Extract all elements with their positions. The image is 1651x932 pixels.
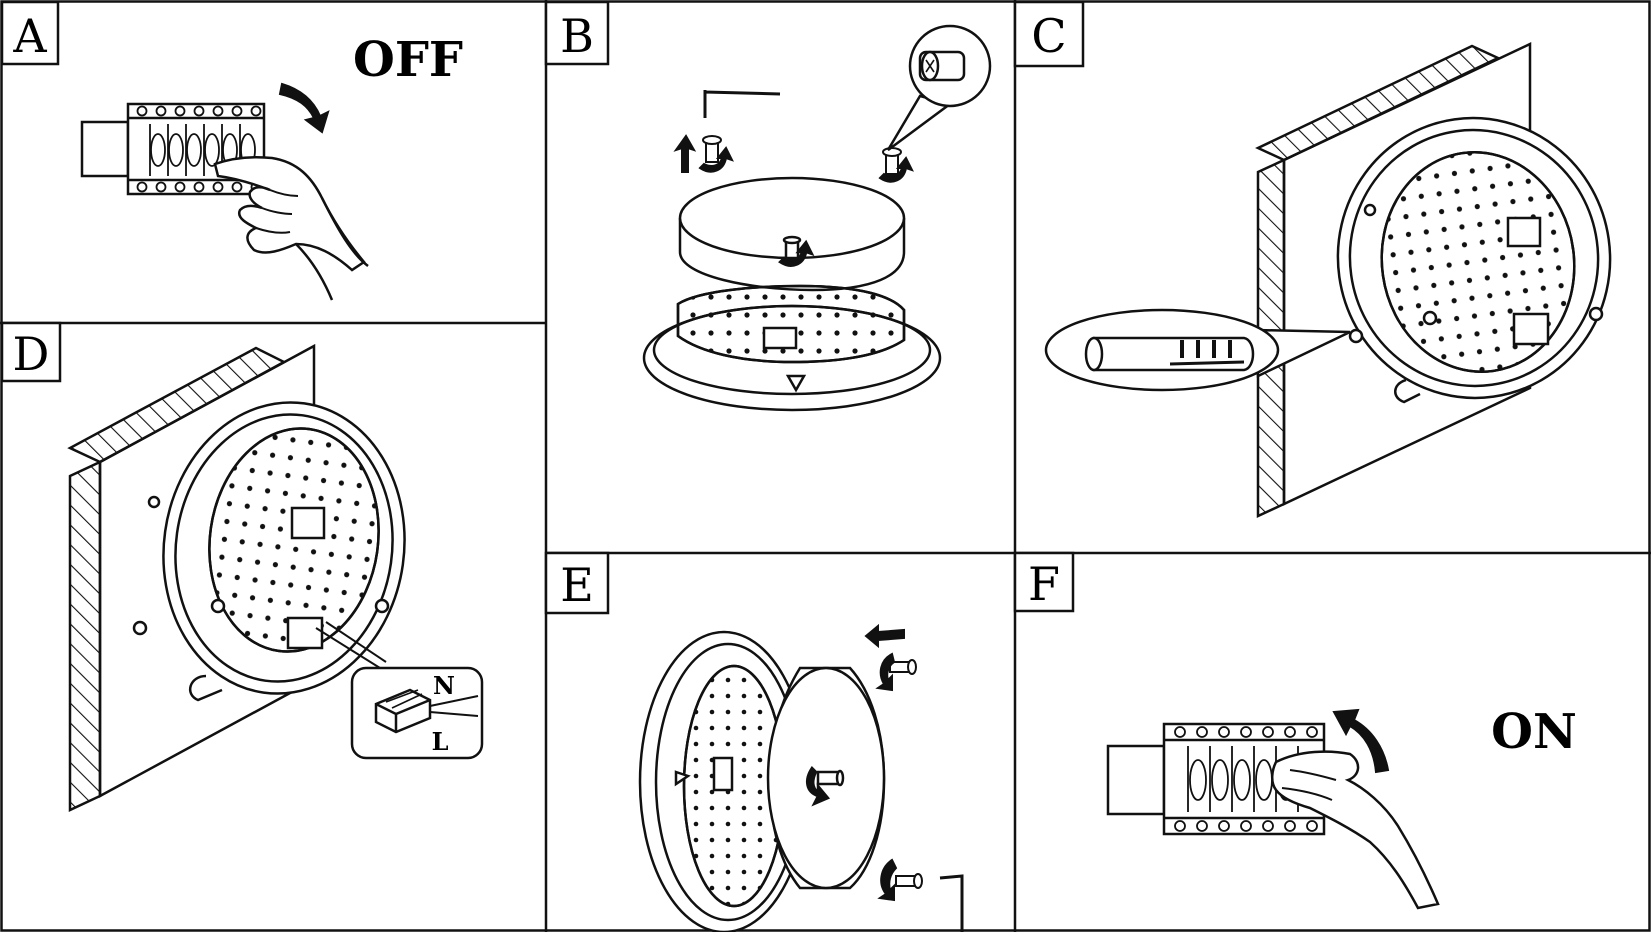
lamp-base: [642, 284, 942, 412]
panel-a-label: A: [12, 9, 47, 63]
panel-a: A OFF: [0, 0, 463, 301]
panel-f-label-box: [1013, 551, 1075, 613]
hand-fingers-f: [1281, 769, 1337, 801]
top-screw-e: [864, 623, 917, 692]
lamp-cover-lifted: [678, 176, 906, 292]
panel-e: E: [544, 551, 964, 932]
bottom-screw-e: [877, 858, 964, 932]
panel-d-label-box: [0, 321, 62, 383]
panel-d-label: D: [13, 327, 50, 381]
lamp-base-d: [132, 401, 406, 702]
panel-c: C: [1013, 0, 1612, 518]
hand-illustration-f: [1271, 750, 1440, 910]
panel-c-label-box: [1013, 0, 1085, 68]
panel-e-label-box: [544, 551, 610, 615]
allen-key: [703, 90, 781, 118]
panel-b: B: [544, 0, 992, 412]
panel-e-label: E: [560, 558, 594, 612]
lamp-base-c: [1336, 116, 1612, 404]
switch-off-arrow: [278, 82, 330, 134]
panel-d: D N L: [0, 321, 484, 812]
panel-a-label-box: [0, 0, 60, 66]
panel-a-state: OFF: [353, 32, 463, 88]
wire-live-label: L: [432, 727, 449, 756]
wall-plug-detail: [1044, 308, 1364, 392]
switch-on-arrow: [1332, 708, 1390, 774]
left-screw: [673, 134, 734, 173]
wire-neutral-label: N: [433, 671, 455, 700]
panel-f-label: F: [1028, 557, 1060, 611]
right-screw: [878, 147, 914, 183]
lamp-cover-e: [766, 666, 886, 890]
wiring-callout: [315, 621, 484, 760]
panel-f-state: ON: [1491, 704, 1577, 760]
hand-arm: [295, 197, 369, 301]
hand-fingers: [255, 189, 299, 234]
screw-magnifier: [886, 24, 992, 152]
panel-f: F ON: [1013, 551, 1577, 910]
panel-b-label: B: [560, 9, 594, 63]
panel-b-label-box: [544, 0, 610, 66]
panel-c-label: C: [1031, 9, 1066, 63]
